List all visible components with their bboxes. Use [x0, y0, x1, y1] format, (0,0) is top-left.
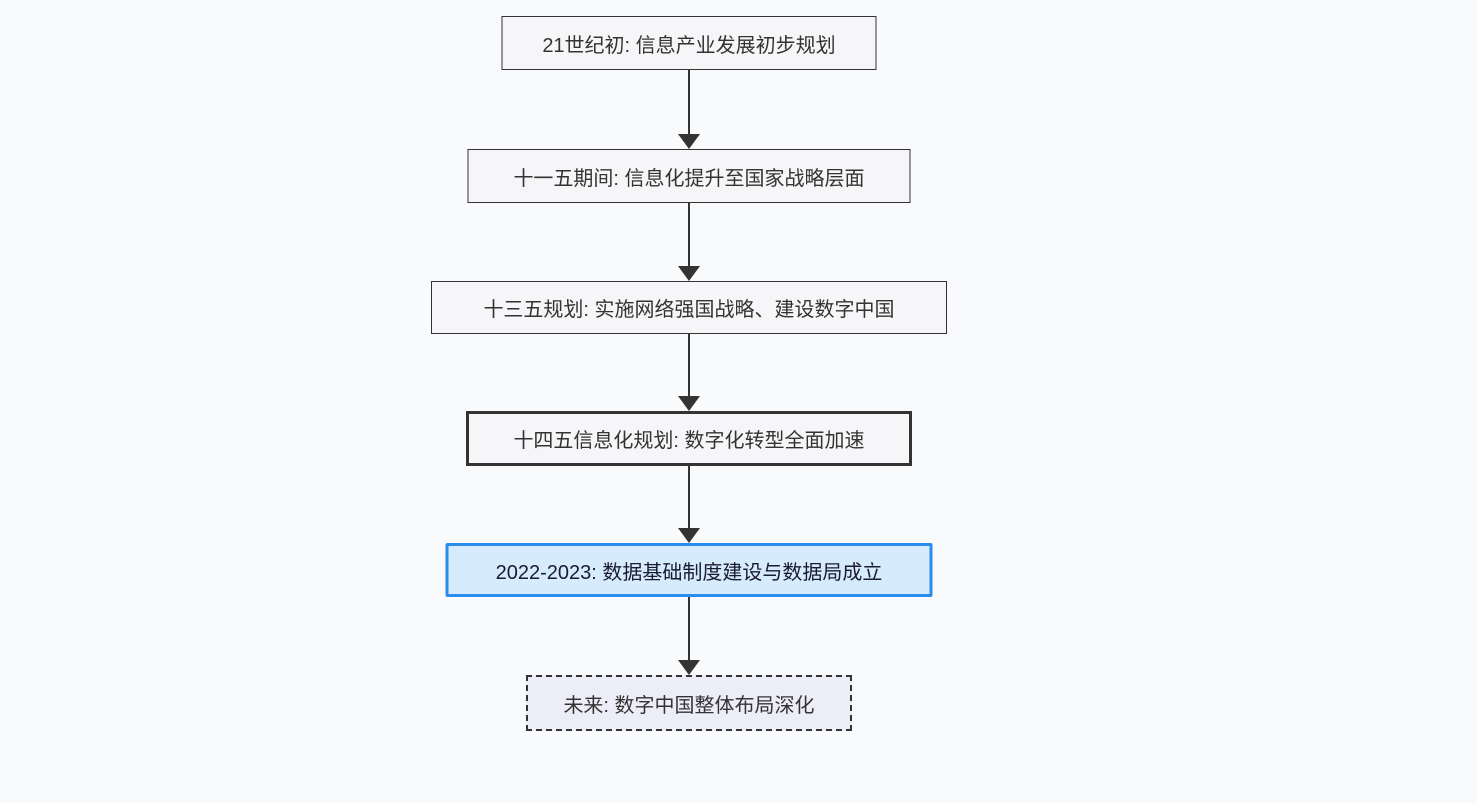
flow-node-label: 十一五期间: 信息化提升至国家战略层面	[513, 167, 865, 190]
arrow-line	[687, 334, 691, 396]
flow-edge-1	[678, 70, 700, 149]
flow-edge-3	[678, 334, 700, 411]
flow-node-14th-five-year: 十四五信息化规划: 数字化转型全面加速	[466, 411, 912, 466]
arrowhead-down-icon	[678, 396, 700, 411]
arrow-line	[687, 203, 691, 266]
arrowhead-down-icon	[678, 528, 700, 543]
flow-edge-4	[678, 466, 700, 543]
arrow-line	[687, 597, 691, 660]
flow-node-label: 十四五信息化规划: 数字化转型全面加速	[513, 430, 865, 452]
flow-node-label: 十三五规划: 实施网络强国战略、建设数字中国	[483, 299, 895, 321]
arrowhead-down-icon	[678, 134, 700, 149]
flow-node-future: 未来: 数字中国整体布局深化	[526, 675, 852, 731]
flow-edge-5	[678, 597, 700, 675]
flow-node-early-21st-century: 21世纪初: 信息产业发展初步规划	[501, 16, 877, 70]
flow-node-2022-2023-data-bureau: 2022-2023: 数据基础制度建设与数据局成立	[445, 543, 933, 597]
arrow-line	[687, 70, 691, 134]
flow-edge-2	[678, 203, 700, 281]
arrow-line	[687, 466, 691, 528]
flow-node-11th-five-year: 十一五期间: 信息化提升至国家战略层面	[467, 149, 911, 203]
flow-node-label: 未来: 数字中国整体布局深化	[563, 694, 815, 717]
flow-node-13th-five-year: 十三五规划: 实施网络强国战略、建设数字中国	[431, 281, 947, 334]
arrowhead-down-icon	[678, 266, 700, 281]
arrowhead-down-icon	[678, 660, 700, 675]
flow-node-label: 21世纪初: 信息产业发展初步规划	[542, 34, 836, 57]
flow-node-label: 2022-2023: 数据基础制度建设与数据局成立	[495, 561, 883, 584]
